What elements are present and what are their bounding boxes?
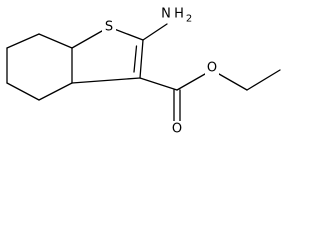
amino-h-label: H: [174, 7, 184, 22]
ester-o-double-label: O: [172, 122, 182, 137]
amino-mask: [159, 5, 193, 23]
bond-c3-c3a: [71, 77, 141, 84]
bond-ring-c5-c4: [6, 82, 40, 101]
ester-o-double-mask: [170, 121, 184, 137]
ester-o-single-label: O: [207, 61, 217, 76]
bond-c2-c3: [139, 39, 144, 79]
amino-h-count-subscript: 2: [186, 14, 192, 25]
amino-n-label: N: [161, 7, 171, 22]
cyclohexane-ring: [6, 33, 73, 101]
bond-ring-c4-c3a: [38, 82, 73, 101]
molecule-structure-diagram: S N H 2 O O: [6, 5, 281, 137]
bond-c3-carbonyl: [139, 77, 178, 91]
sulfur-atom-label: S: [105, 20, 113, 35]
bond-ch2-ch3: [246, 69, 281, 91]
sulfur-mask: [102, 19, 116, 36]
bond-c2-n: [142, 23, 168, 41]
ethyl-ester-group: [139, 69, 281, 125]
bond-ring-c7-c6: [6, 33, 40, 49]
bond-c2-c3-double: [133, 45, 138, 73]
bond-ring-c7a-c7: [38, 33, 73, 49]
ester-o-single-mask: [205, 60, 219, 77]
